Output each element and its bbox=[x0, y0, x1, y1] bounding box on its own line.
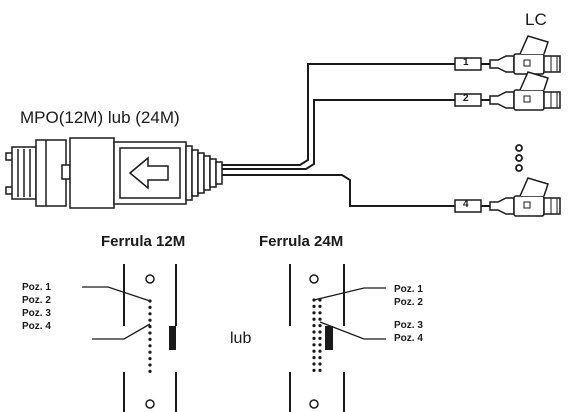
fiber-position-dot bbox=[312, 356, 316, 360]
lub-label: lub bbox=[230, 330, 252, 347]
fiber-positions-24m bbox=[312, 298, 322, 372]
fiber-position-dot bbox=[148, 344, 152, 348]
fiber-position-dot bbox=[318, 336, 322, 340]
fiber-position-dot bbox=[312, 349, 316, 353]
fiber-positions-12m bbox=[148, 299, 152, 373]
poz-right-2: Poz. 2 bbox=[394, 297, 423, 308]
fiber-position-dot bbox=[318, 330, 322, 334]
fiber-position-dot bbox=[312, 324, 316, 328]
fiber-position-dot bbox=[312, 304, 316, 308]
fiber-position-dot bbox=[148, 325, 152, 329]
fiber-position-dot bbox=[312, 336, 316, 340]
fiber-position-dot bbox=[318, 298, 322, 302]
lc-connector-4 bbox=[454, 177, 561, 217]
poz-right-4: Poz. 4 bbox=[394, 333, 423, 344]
fiber-position-dot bbox=[312, 368, 316, 372]
ferrula-12m-title: Ferrula 12M bbox=[101, 233, 186, 250]
fiber-position-dot bbox=[312, 362, 316, 366]
poz-right-3: Poz. 3 bbox=[394, 320, 423, 331]
lc-connector-1 bbox=[454, 35, 561, 75]
fiber-position-dot bbox=[148, 299, 152, 303]
fiber-leads bbox=[222, 63, 455, 207]
lc-connector-2 bbox=[454, 71, 561, 111]
fiber-position-dot bbox=[318, 368, 322, 372]
key-mark bbox=[169, 326, 176, 350]
key-mark bbox=[325, 326, 333, 350]
ferrule-24m bbox=[289, 264, 386, 412]
poz-left-2: Poz. 2 bbox=[22, 295, 51, 306]
fiber-position-dot bbox=[318, 356, 322, 360]
fiber-position-dot bbox=[318, 362, 322, 366]
lc-label: LC bbox=[525, 10, 547, 29]
mpo-connector bbox=[5, 137, 223, 209]
fiber-position-dot bbox=[312, 298, 316, 302]
fiber-position-dot bbox=[148, 305, 152, 309]
ferrule-12m bbox=[82, 264, 177, 412]
fiber-position-dot bbox=[148, 312, 152, 316]
fiber-position-dot bbox=[312, 317, 316, 321]
mpo-label: MPO(12M) lub (24M) bbox=[20, 108, 180, 127]
ellipsis-icon bbox=[515, 144, 523, 172]
fiber-position-dot bbox=[318, 324, 322, 328]
fiber-tag-4: 4 bbox=[463, 199, 469, 210]
fiber-position-dot bbox=[148, 369, 152, 373]
fiber-position-dot bbox=[312, 311, 316, 315]
fiber-position-dot bbox=[318, 304, 322, 308]
poz-right-1: Poz. 1 bbox=[394, 284, 423, 295]
ferrula-24m-title: Ferrula 24M bbox=[259, 233, 344, 250]
fiber-position-dot bbox=[312, 330, 316, 334]
fiber-position-dot bbox=[148, 337, 152, 341]
fiber-position-dot bbox=[318, 349, 322, 353]
fiber-position-dot bbox=[318, 317, 322, 321]
poz-left-4: Poz. 4 bbox=[22, 321, 51, 332]
fiber-position-dot bbox=[148, 363, 152, 367]
arrow-icon bbox=[128, 156, 169, 190]
poz-left-1: Poz. 1 bbox=[22, 282, 51, 293]
fiber-position-dot bbox=[148, 357, 152, 361]
fiber-tag-2: 2 bbox=[463, 93, 469, 104]
fiber-position-dot bbox=[148, 350, 152, 354]
fiber-position-dot bbox=[318, 343, 322, 347]
fiber-tag-1: 1 bbox=[463, 57, 469, 68]
fiber-position-dot bbox=[312, 343, 316, 347]
fiber-position-dot bbox=[148, 331, 152, 335]
poz-left-3: Poz. 3 bbox=[22, 308, 51, 319]
fiber-position-dot bbox=[318, 311, 322, 315]
fiber-position-dot bbox=[148, 318, 152, 322]
